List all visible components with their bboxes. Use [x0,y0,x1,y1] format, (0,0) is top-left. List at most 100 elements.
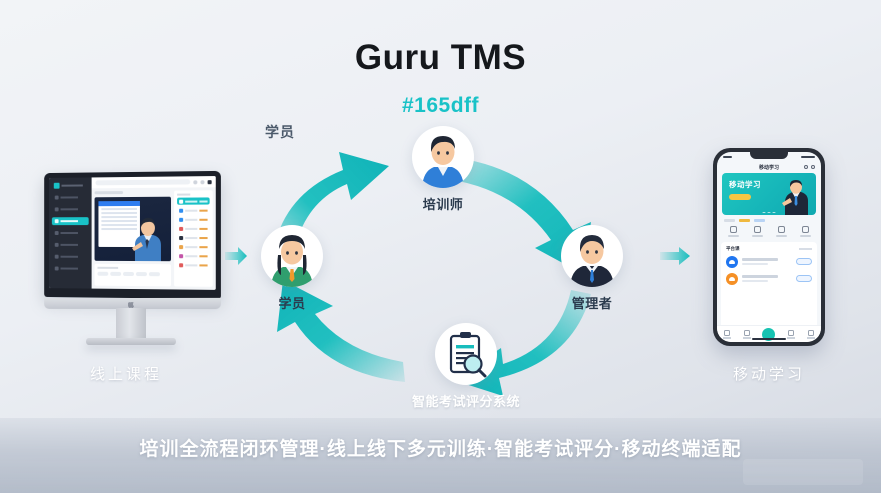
monitor-chin [44,297,221,310]
dashboard-nav-item[interactable] [52,205,88,213]
smartphone-mockup: 移动学习 移动学习 [713,148,825,346]
panel-row[interactable] [177,252,209,259]
app-banner-title: 移动学习 [729,180,761,189]
quick-action-item[interactable] [799,225,811,237]
dashboard-video-player[interactable] [94,196,172,262]
book-icon [743,329,750,336]
panel-row[interactable] [177,243,209,250]
cycle-node-manager[interactable]: 管理者 [561,225,623,312]
dashboard-left-column [94,191,172,287]
user-icon [808,329,815,336]
phone-screen: 移动学习 移动学习 [717,152,821,342]
left-device-label: 线上课程 [89,366,162,383]
app-section-header: 平台课 [726,246,812,252]
dashboard-avatar[interactable] [207,179,212,184]
panel-row[interactable] [177,225,209,232]
tab-courses[interactable] [742,329,751,339]
list-item-text [742,275,792,282]
right-device-label: 移动学习 [732,366,805,383]
list-item[interactable] [726,255,812,268]
watermark-placeholder [743,459,863,485]
banner-pagination-dots[interactable] [762,211,776,213]
plus-circle-icon [762,327,776,341]
page-subtitle: #165dff [401,94,480,117]
dashboard-content [91,187,215,290]
app-navbar-icons[interactable] [804,165,815,169]
course-icon [729,225,737,233]
dashboard-search-input[interactable] [95,179,191,186]
exam-icon-bubble [435,323,497,385]
phone-body: 移动学习 移动学习 [713,148,825,346]
connector-arrow-right-icon [660,247,690,265]
dashboard-sidebar [48,177,92,289]
dashboard-main [91,176,216,290]
tab-messages[interactable] [787,329,796,339]
tab-profile[interactable] [807,329,816,339]
app-navbar-title: 移动学习 [758,164,779,171]
panel-row[interactable] [177,216,209,223]
quick-action-item[interactable] [775,225,787,237]
tab-center-action[interactable] [762,327,776,341]
cycle-node-trainer[interactable]: 培训师 [412,126,474,213]
arrow-exam-to-student [277,280,405,382]
panel-row[interactable] [177,207,209,214]
app-course-section: 平台课 [721,241,817,325]
list-item-text [742,258,792,265]
phone-status-bar [717,152,821,161]
phone-notch [750,152,788,159]
cycle-node-student[interactable]: 学员 [261,225,323,312]
banner-presenter-icon [782,180,808,215]
share-icon[interactable] [804,165,808,169]
dashboard-help-icon[interactable] [200,179,205,184]
monitor-stand-foot [86,338,176,345]
panel-row[interactable] [177,234,209,241]
dashboard-ui [48,176,216,290]
dashboard-nav-item[interactable] [52,265,88,273]
gear-icon[interactable] [811,165,815,169]
cycle-node-manager-label: 管理者 [571,296,613,311]
trainer-avatar [412,126,474,188]
clipboard-search-icon [449,332,487,378]
student-avatar-icon [271,235,313,287]
dashboard-section-title [94,191,124,195]
more-icon [801,225,809,233]
list-item-action-button[interactable] [796,275,812,282]
manager-avatar-icon [570,235,614,287]
panel-row[interactable] [177,261,209,268]
dashboard-nav-item-active[interactable] [51,217,89,226]
footer-band [0,418,881,493]
app-tabbar [717,325,821,342]
desktop-monitor-mockup [42,170,221,347]
cycle-node-trainer-label: 培训师 [422,197,464,212]
dashboard-right-panel [174,190,213,287]
footer-tagline: 培训全流程闭环管理·线上线下多元训练·智能考试评分·移动终端适配 [139,439,742,460]
cycle-node-exam[interactable]: 智能考试评分系统 [412,323,520,410]
dashboard-nav-item[interactable] [52,193,88,201]
dashboard-logo [52,182,88,189]
app-banner-pill-button[interactable] [729,194,751,200]
monitor-stand-neck [116,308,146,340]
trainer-avatar-icon [422,136,464,188]
quick-action-item[interactable] [727,225,739,237]
panel-row-active[interactable] [177,197,210,205]
panel-header [177,193,209,196]
quick-action-item[interactable] [751,225,763,237]
chat-icon [788,329,795,336]
dashboard-bell-icon[interactable] [193,179,198,184]
list-item-avatar [726,272,738,285]
dashboard-card [94,263,172,287]
cycle-middle-label: 学员 [265,124,295,140]
dashboard-nav-item[interactable] [52,241,88,249]
cycle-node-student-label: 学员 [278,296,306,311]
app-section-more-link[interactable] [799,247,812,250]
app-banner[interactable]: 移动学习 [722,173,816,215]
dashboard-nav [51,193,89,273]
dashboard-nav-item[interactable] [52,229,88,237]
monitor-screen [44,170,221,300]
page-title: Guru TMS [354,38,527,77]
list-item-action-button[interactable] [796,258,812,265]
dashboard-nav-item[interactable] [52,253,88,261]
arrow-student-to-trainer [271,152,389,276]
list-item[interactable] [726,272,812,285]
tab-home[interactable] [722,329,731,339]
